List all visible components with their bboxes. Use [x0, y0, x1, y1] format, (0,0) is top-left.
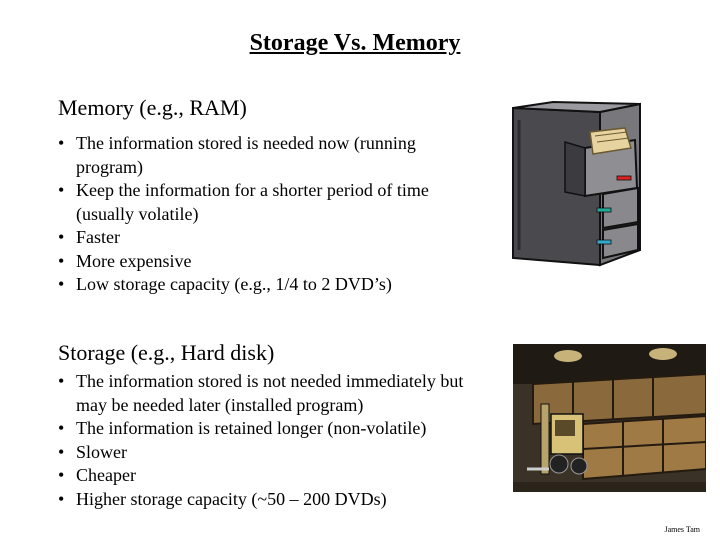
memory-bullet: Low storage capacity (e.g., 1/4 to 2 DVD…	[58, 273, 478, 297]
filing-cabinet-image	[505, 100, 655, 270]
memory-bullet-list: The information stored is needed now (ru…	[58, 132, 478, 297]
storage-bullet: The information stored is not needed imm…	[58, 370, 498, 417]
storage-bullet: The information is retained longer (non-…	[58, 417, 498, 441]
storage-bullet: Slower	[58, 441, 498, 465]
storage-bullet-list: The information stored is not needed imm…	[58, 370, 498, 511]
memory-bullet: The information stored is needed now (ru…	[58, 132, 478, 179]
memory-bullet: Keep the information for a shorter perio…	[58, 179, 478, 226]
memory-bullet: Faster	[58, 226, 478, 250]
memory-bullet: More expensive	[58, 250, 478, 274]
slide-title: Storage Vs. Memory	[249, 30, 461, 56]
storage-bullet: Cheaper	[58, 464, 498, 488]
storage-heading: Storage (e.g., Hard disk)	[58, 340, 275, 365]
memory-heading: Memory (e.g., RAM)	[58, 95, 247, 120]
warehouse-image	[513, 344, 707, 492]
author-footer: James Tam	[664, 525, 700, 534]
storage-bullet: Higher storage capacity (~50 – 200 DVDs)	[58, 488, 498, 512]
